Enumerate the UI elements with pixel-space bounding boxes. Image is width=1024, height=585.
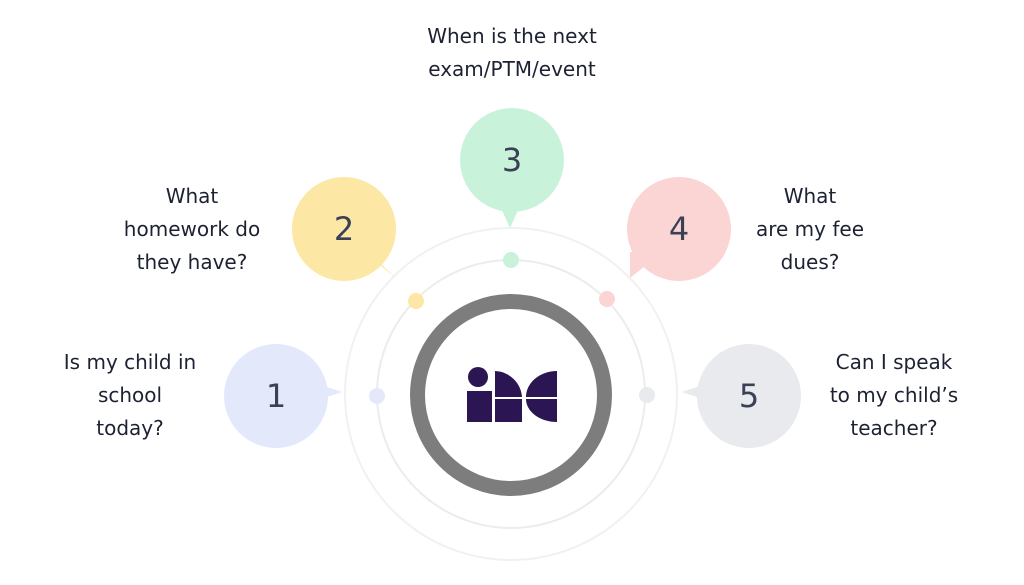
bubble-4-number: 4 xyxy=(668,210,690,248)
dot-1 xyxy=(369,388,385,404)
label-1: Is my child in school today? xyxy=(44,346,216,445)
label-2-line-3: they have? xyxy=(136,250,248,274)
label-4: What are my fee dues? xyxy=(736,180,884,279)
bubble-5: 5 xyxy=(697,344,801,448)
label-4-line-3: dues? xyxy=(780,250,840,274)
isc-logo xyxy=(467,367,557,422)
bubble-3-number: 3 xyxy=(501,141,523,179)
label-5-line-3: teacher? xyxy=(850,416,938,440)
label-2-line-2: homework do xyxy=(123,217,261,241)
dot-4 xyxy=(599,291,615,307)
label-1-line-3: today? xyxy=(96,416,164,440)
bubble-5-number: 5 xyxy=(738,377,760,415)
bubble-3: 3 xyxy=(460,108,564,212)
label-3-line-2: exam/PTM/event xyxy=(428,57,596,81)
bubble-4: 4 xyxy=(627,177,731,281)
label-3-line-1: When is the next xyxy=(427,24,597,48)
bubble-2-number: 2 xyxy=(333,210,355,248)
bubble-1: 1 xyxy=(224,344,328,448)
label-5-line-1: Can I speak xyxy=(835,350,953,374)
label-5-line-2: to my child’s xyxy=(829,383,959,407)
dot-3 xyxy=(503,252,519,268)
outer-ring xyxy=(344,227,678,561)
dot-5 xyxy=(639,387,655,403)
bubble-2: 2 xyxy=(292,177,396,281)
label-4-line-2: are my fee xyxy=(755,217,865,241)
label-3: When is the next exam/PTM/event xyxy=(392,20,632,86)
label-5: Can I speak to my child’s teacher? xyxy=(806,346,982,445)
bubble-1-number: 1 xyxy=(265,377,287,415)
label-1-line-1: Is my child in xyxy=(63,350,197,374)
label-2-line-1: What xyxy=(165,184,219,208)
label-2: What homework do they have? xyxy=(100,180,284,279)
label-4-line-1: What xyxy=(783,184,837,208)
label-1-line-2: school xyxy=(97,383,163,407)
dot-2 xyxy=(408,293,424,309)
